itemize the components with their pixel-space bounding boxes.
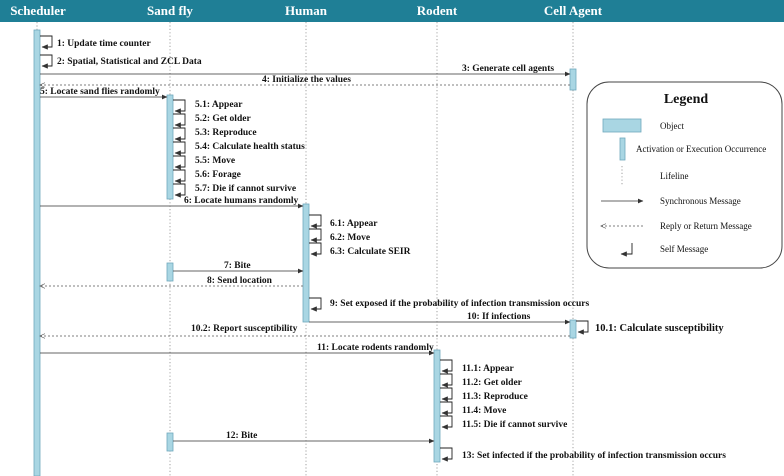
activation-cell-agent-3 bbox=[569, 68, 577, 91]
rodent-self-messages: 11.1: Appear 11.2: Get older 11.3: Repro… bbox=[440, 359, 567, 430]
msg-5-4: 5.4: Calculate health status bbox=[195, 142, 305, 152]
msg-11-4: 11.4: Move bbox=[462, 406, 506, 416]
msg-6-1: 6.1: Appear bbox=[330, 219, 378, 229]
msg-6-3: 6.3: Calculate SEIR bbox=[330, 247, 411, 257]
msg-6: 6: Locate humans randomly bbox=[184, 196, 299, 206]
legend-reply-label: Reply or Return Message bbox=[660, 221, 752, 231]
msg-11-1: 11.1: Appear bbox=[462, 364, 515, 374]
legend-sync-label: Synchronous Message bbox=[660, 196, 741, 206]
activation-sandfly-5 bbox=[166, 94, 174, 200]
msg-1: 1: Update time counter bbox=[57, 39, 151, 49]
msg-5-6: 5.6: Forage bbox=[195, 170, 241, 180]
participant-human: Human bbox=[285, 3, 328, 18]
activation-human bbox=[302, 203, 310, 323]
msg-11-2: 11.2: Get older bbox=[462, 378, 523, 388]
msg-11-5: 11.5: Die if cannot survive bbox=[462, 420, 567, 430]
msg-3: 3: Generate cell agents bbox=[462, 64, 554, 74]
msg-11-3: 11.3: Reproduce bbox=[462, 392, 528, 402]
self-arrow-1 bbox=[40, 35, 53, 50]
legend-object-label: Object bbox=[660, 121, 684, 131]
activation-cell-agent-10 bbox=[569, 319, 577, 339]
legend-self-label: Self Message bbox=[660, 244, 708, 254]
self-arrow-9 bbox=[309, 297, 322, 312]
self-arrow-10-1 bbox=[576, 320, 589, 335]
participant-cell-agent: Cell Agent bbox=[544, 3, 603, 18]
legend-activation-label: Activation or Execution Occurrence bbox=[636, 144, 766, 154]
msg-10: 10: If infections bbox=[467, 312, 531, 322]
participant-rodent: Rodent bbox=[417, 3, 458, 18]
msg-5-2: 5.2: Get older bbox=[195, 114, 251, 124]
msg-11: 11: Locate rodents randomly bbox=[317, 343, 434, 353]
msg-7: 7: Bite bbox=[224, 261, 251, 271]
activation-scheduler bbox=[33, 29, 41, 476]
self-arrow-2 bbox=[40, 54, 53, 69]
activation-rodent bbox=[433, 349, 441, 463]
msg-12: 12: Bite bbox=[226, 431, 257, 441]
msg-9: 9: Set exposed if the probability of inf… bbox=[330, 299, 590, 309]
msg-13: 13: Set infected if the probability of i… bbox=[462, 451, 726, 461]
msg-10-1: 10.1: Calculate susceptibility bbox=[595, 323, 724, 334]
legend: Legend Object Activation or Execution Oc… bbox=[586, 81, 783, 269]
msg-4: 4: Initialize the values bbox=[262, 75, 351, 85]
activation-sandfly-7 bbox=[166, 262, 174, 282]
msg-5-3: 5.3: Reproduce bbox=[195, 128, 257, 138]
msg-5-5: 5.5: Move bbox=[195, 156, 235, 166]
legend-object-swatch bbox=[602, 118, 642, 133]
msg-5: 5: Locate sand flies randomly bbox=[40, 87, 160, 97]
participant-sandfly: Sand fly bbox=[147, 3, 193, 18]
legend-self-arrow bbox=[620, 243, 633, 257]
activation-sandfly-12 bbox=[166, 432, 174, 452]
msg-8: 8: Send location bbox=[207, 276, 273, 286]
msg-5-7: 5.7: Die if cannot survive bbox=[195, 184, 296, 194]
self-arrow-13 bbox=[440, 447, 453, 462]
msg-5-1: 5.1: Appear bbox=[195, 100, 243, 110]
participant-scheduler: Scheduler bbox=[10, 3, 66, 18]
legend-title: Legend bbox=[664, 92, 709, 107]
header-bar bbox=[0, 0, 784, 22]
msg-10-2: 10.2: Report susceptibility bbox=[191, 324, 298, 334]
sandfly-self-messages: 5.1: Appear 5.2: Get older 5.3: Reproduc… bbox=[173, 99, 305, 198]
legend-activation-swatch bbox=[619, 137, 626, 161]
msg-6-2: 6.2: Move bbox=[330, 233, 370, 243]
human-self-messages: 6.1: Appear 6.2: Move 6.3: Calculate SEI… bbox=[309, 214, 411, 257]
msg-2: 2: Spatial, Statistical and ZCL Data bbox=[57, 57, 202, 67]
legend-lifeline-label: Lifeline bbox=[660, 171, 689, 181]
